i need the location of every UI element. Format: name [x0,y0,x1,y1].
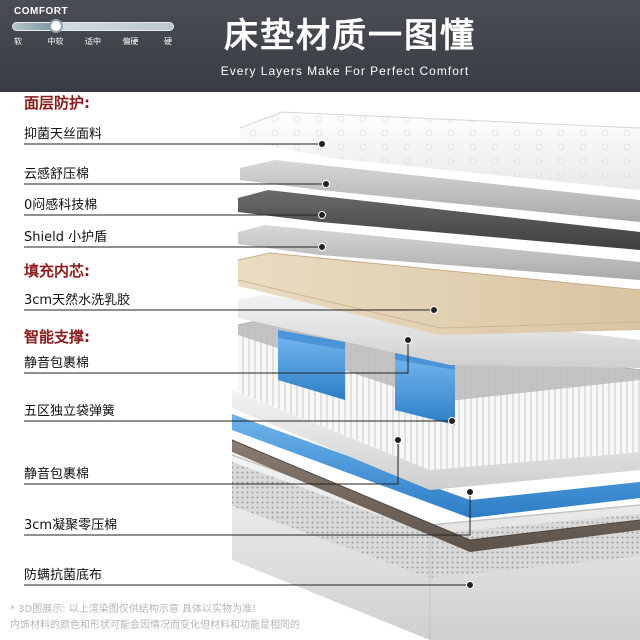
leader-lines [24,143,471,586]
comfort-level-label: 硬 [164,37,172,46]
leader-dot-1 [318,140,326,148]
leader-line-8 [24,440,399,485]
leader-dot-9 [466,488,474,496]
layer-latex [237,252,640,335]
leader-dot-2 [322,180,330,188]
comfort-indicator-knob [48,19,63,33]
page-subtitle: Every Layers Make For Perfect Comfort [220,64,470,78]
comfort-bar-fill [13,23,53,30]
footnote-line-1: * 3D图展示: 以上渲染图仅供结构示意 具体以实物为准! [10,604,256,615]
layer-label-base-fabric: 防螨抗菌底布 [24,568,103,583]
layer-shield [238,225,640,280]
footnote-line-2: 内饰材料的颜色和形状可能会因情况而变化但材料和功能是相同的 [10,620,300,631]
layer-label-wrap-cotton-bottom: 静音包裹棉 [24,467,90,482]
layer-label-tencel-fabric: 抑菌天丝面料 [24,127,103,142]
comfort-bar [12,22,174,31]
header-banner: COMFORT 软 中软 适中 偏硬 硬 床垫材质一图懂 Every Layers Ma… [0,0,640,92]
layer-blue-foam [232,414,640,518]
leader-dot-5 [430,306,438,314]
section-title-surface: 面层防护: [24,94,90,112]
layer-label-tech-foam: 0闷感科技棉 [24,198,98,213]
layer-label-wrap-cotton-top: 静音包裹棉 [24,356,90,371]
comfort-title: COMFORT [14,6,69,17]
page-title: 床垫材质一图懂 [224,16,476,56]
comfort-level-labels: 软 中软 适中 偏硬 硬 [10,36,180,48]
leader-dot-3 [318,211,326,219]
comfort-level-label: 偏硬 [122,37,139,46]
section-title-support: 智能支撑: [24,328,90,346]
leader-dot-10 [466,581,474,589]
leader-dot-7 [448,417,456,425]
layer-label-cloud-foam: 云感舒压棉 [24,167,90,182]
comfort-level-label: 软 [14,37,22,46]
comfort-scale: COMFORT 软 中软 适中 偏硬 硬 [10,6,180,46]
comfort-level-label: 适中 [85,37,101,46]
leader-line-6 [24,340,409,374]
layer-tech-foam [238,190,640,250]
layer-label-latex: 3cm天然水洗乳胶 [24,293,131,308]
layer-top-fabric [239,111,640,190]
leader-dot-8 [394,436,402,444]
leader-dots [318,140,474,589]
layer-label-pocket-springs: 五区独立袋弹簧 [24,404,116,419]
comfort-level-label: 中软 [47,37,64,46]
layer-zero-pressure-foam [231,439,640,552]
leader-line-9 [24,492,471,536]
layer-label-zero-pressure-foam: 3cm凝聚零压棉 [24,518,118,533]
layer-label-shield: Shield 小护盾 [24,230,108,245]
section-title-filling: 填充内芯: [24,262,90,280]
layer-cloud-foam [240,160,640,222]
layer-lower-wrap-cotton [232,390,640,490]
leader-dot-6 [404,336,412,344]
leader-dot-4 [318,243,326,251]
